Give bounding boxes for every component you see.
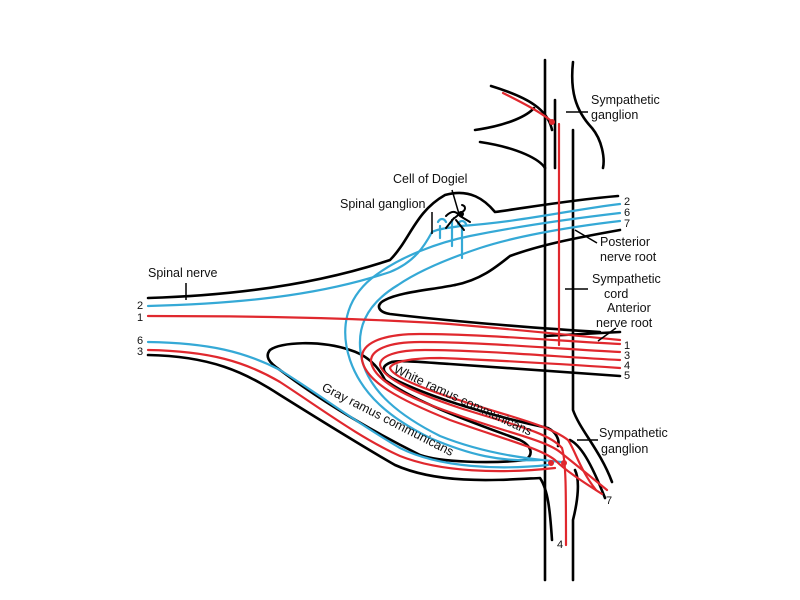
upper-ganglion-lower-left [478,140,547,170]
top-ganglion-cell [549,119,555,125]
cell-of-dogiel [445,204,471,231]
fiber-6-descending [344,211,622,462]
sympathetic-cord-right-line [571,128,614,484]
fiber-4-anterior [378,348,622,547]
num-spinal-2: 2 [137,300,143,312]
sensory-fibers [146,202,622,469]
upper-ganglion-right-stem [570,60,605,170]
anterior-root-bottom-outline [390,359,622,378]
ganglion-cell-branches [436,217,468,260]
lower-ganglion-cell-a [548,460,554,466]
posterior-root-bottom-outline [453,228,622,287]
num-spinal-6: 6 [137,335,143,347]
upper-ganglion-left-branch [473,106,536,132]
label-sympathetic-ganglion-top-1: Sympathetic [591,93,660,107]
num-anterior-3: 3 [624,350,630,362]
fiber-numbers: 2 6 7 2 1 6 3 1 3 4 5 7 4 [137,196,630,551]
num-posterior-7: 7 [624,218,630,230]
fiber-5-anterior [388,356,622,492]
fiber-1-anterior [360,332,622,496]
fiber-6-spinal-nerve [146,340,550,469]
num-spinal-3: 3 [137,346,143,358]
leader-cell-of-dogiel [451,189,460,215]
label-anterior-root-1: Anterior [607,301,651,315]
spinal-nerve-lower-outline [146,353,554,542]
sympathetic-fibers [146,91,622,547]
fiber-top-ganglion [501,91,561,347]
label-sympathetic-ganglion-top-2: ganglion [591,108,638,122]
label-posterior-root-1: Posterior [600,235,650,249]
labels: Sympathetic ganglion Cell of Dogiel Spin… [148,93,668,459]
lower-ganglion-cell-b [561,460,567,466]
diagram-outlines [146,58,622,582]
num-posterior-6: 6 [624,207,630,219]
fiber-1 [146,314,622,342]
label-sympathetic-cord-1: Sympathetic [592,272,661,286]
lower-branch-outline [568,438,607,500]
num-anterior-1: 1 [624,340,630,352]
fiber-3-anterior [369,340,622,492]
num-anterior-4: 4 [624,360,630,372]
label-posterior-root-2: nerve root [600,250,657,264]
spinal-ganglion-inner-outline [377,283,602,334]
leader-posterior-root [574,229,598,244]
label-cell-of-dogiel: Cell of Dogiel [393,172,467,186]
gray-ramus-inner-outline [266,341,532,464]
label-spinal-nerve: Spinal nerve [148,266,218,280]
posterior-root-top-outline [146,191,620,300]
num-posterior-2: 2 [624,196,630,208]
upper-ganglion-left-outline [489,84,554,132]
num-bottom-7: 7 [606,495,612,507]
num-anterior-5: 5 [624,370,630,382]
leader-lines [185,111,617,441]
label-sympathetic-ganglion-bottom-2: ganglion [601,442,648,456]
num-spinal-1: 1 [137,312,143,324]
lower-ganglion-right-outline [571,468,580,582]
label-anterior-root-2: nerve root [596,316,653,330]
fiber-3 [146,348,557,473]
num-bottom-4: 4 [557,539,563,551]
fiber-7-descending [358,219,622,464]
label-sympathetic-cord-2: cord [604,287,628,301]
label-spinal-ganglion: Spinal ganglion [340,197,426,211]
fiber-2-spinal-nerve [146,202,622,308]
label-sympathetic-ganglion-bottom-1: Sympathetic [599,426,668,440]
leader-anterior-root [597,327,617,342]
